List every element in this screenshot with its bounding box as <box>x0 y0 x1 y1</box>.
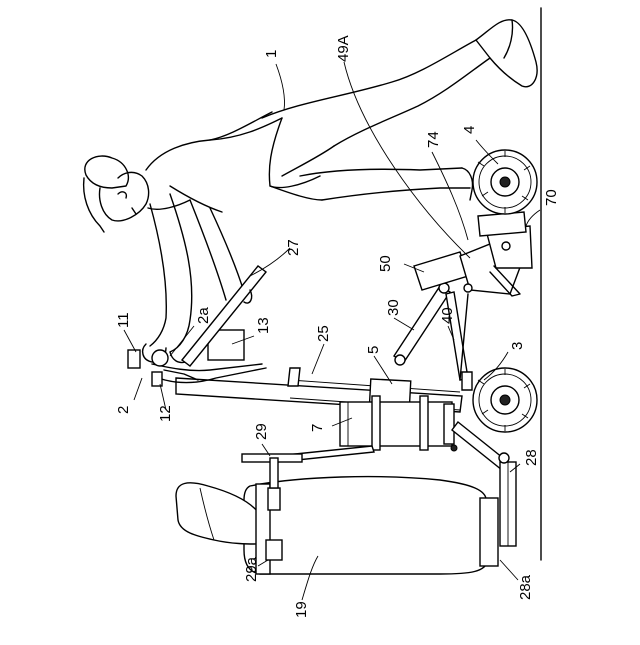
label-3: 3 <box>509 342 526 350</box>
bag-base-28a <box>480 498 498 566</box>
label-12: 12 <box>157 405 174 422</box>
golf-bag-19 <box>176 477 498 574</box>
bracket-70 <box>478 212 526 236</box>
wheel-4 <box>473 150 537 214</box>
main-frame <box>128 212 532 412</box>
label-49A: 49A <box>335 35 352 62</box>
label-4: 4 <box>461 126 478 134</box>
label-7: 7 <box>309 424 326 432</box>
label-29a: 29a <box>243 556 260 582</box>
label-25: 25 <box>315 325 332 342</box>
grip-12 <box>152 372 162 386</box>
label-29: 29 <box>253 423 270 440</box>
label-30: 30 <box>385 299 402 316</box>
label-50: 50 <box>377 255 394 272</box>
wheel-3 <box>473 368 537 432</box>
label-70: 70 <box>543 189 560 206</box>
label-13: 13 <box>255 317 272 334</box>
label-5: 5 <box>365 346 382 354</box>
label-40: 40 <box>439 307 456 324</box>
label-28: 28 <box>523 449 540 466</box>
operator-figure <box>84 20 537 363</box>
label-11: 11 <box>115 312 132 328</box>
battery-unit-7 <box>340 396 457 451</box>
label-1: 1 <box>263 50 280 58</box>
label-2a: 2a <box>195 307 212 324</box>
label-28a: 28a <box>517 574 534 600</box>
battery-box <box>340 402 452 446</box>
label-19: 19 <box>293 601 310 618</box>
label-2: 2 <box>115 406 132 414</box>
handle-knob <box>152 350 168 366</box>
label-27: 27 <box>285 239 302 256</box>
cap-icon <box>85 156 129 188</box>
label-74: 74 <box>425 131 442 148</box>
grip-11 <box>128 350 140 368</box>
